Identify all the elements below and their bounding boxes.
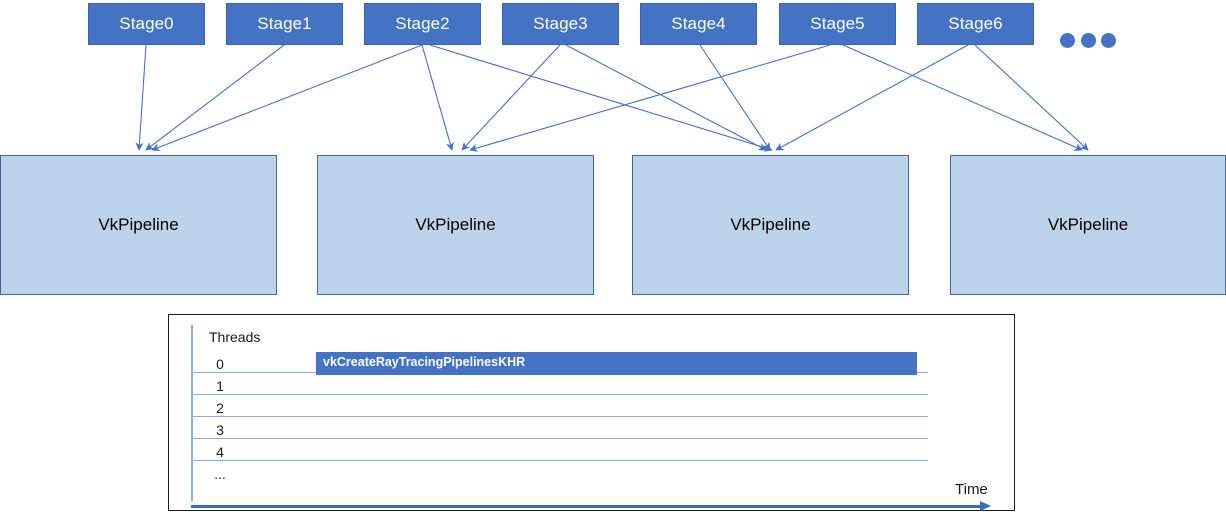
time-axis-arrowhead-icon	[980, 501, 991, 511]
row-rule	[191, 437, 928, 439]
ellipsis-dot	[1101, 32, 1116, 48]
stage-label: Stage6	[948, 14, 1003, 33]
pipeline-label: VkPipeline	[98, 215, 179, 234]
thread-id-label: 0	[216, 356, 224, 372]
pipeline-label: VkPipeline	[1047, 215, 1129, 234]
thread-id-label: 2	[216, 400, 224, 416]
pipeline-label: VkPipeline	[730, 215, 811, 234]
stage-box-5[interactable]: Stage5	[779, 3, 896, 45]
stage-label: Stage2	[395, 14, 450, 33]
stage-box-2[interactable]: Stage2	[364, 3, 481, 45]
thread-row-0[interactable]: 0 vkCreateRayTracingPipelinesKHR	[191, 351, 991, 375]
thread-timeline-panel: Threads 0 vkCreateRayTracingPipelinesKHR…	[168, 314, 1015, 511]
threads-axis-line	[191, 325, 193, 501]
pipeline-box-4[interactable]: VkPipeline	[950, 155, 1226, 295]
threads-header-label: Threads	[209, 329, 261, 345]
stage-box-6[interactable]: Stage6	[917, 3, 1034, 45]
thread-id-label: 1	[216, 378, 224, 394]
stage-box-1[interactable]: Stage1	[226, 3, 343, 45]
thread-row-2[interactable]: 2	[191, 395, 991, 417]
row-rule	[191, 393, 928, 395]
stage-box-4[interactable]: Stage4	[640, 3, 757, 45]
thread-id-label: 4	[216, 444, 224, 460]
thread-id-label: ...	[214, 466, 226, 482]
thread-row-4[interactable]: 4	[191, 439, 991, 461]
timeline-bar-label: vkCreateRayTracingPipelinesKHR	[323, 355, 526, 369]
thread-id-label: 3	[216, 422, 224, 438]
time-axis-label: Time	[955, 481, 988, 498]
row-rule	[191, 459, 928, 461]
thread-row-1[interactable]: 1	[191, 373, 991, 395]
stage-label: Stage1	[257, 14, 312, 33]
pipeline-label: VkPipeline	[415, 215, 496, 234]
stage-box-3[interactable]: Stage3	[502, 3, 619, 45]
stage-label: Stage0	[119, 14, 174, 33]
stage-box-0[interactable]: Stage0	[88, 3, 205, 45]
stage-label: Stage4	[671, 14, 726, 33]
time-axis-shaft	[191, 505, 983, 508]
pipeline-box-2[interactable]: VkPipeline	[317, 155, 594, 295]
ellipsis-dot	[1080, 32, 1096, 48]
stage-label: Stage3	[533, 14, 588, 33]
row-rule	[191, 415, 928, 417]
more-stages-ellipsis-icon	[1060, 31, 1116, 49]
stage-label: Stage5	[810, 14, 865, 33]
pipeline-box-3[interactable]: VkPipeline	[632, 155, 909, 295]
ellipsis-dot	[1060, 32, 1075, 48]
pipeline-box-1[interactable]: VkPipeline	[0, 155, 277, 295]
thread-row-overflow: ...	[191, 461, 991, 483]
timeline-bar-vkcreateraytracingpipelineskhr[interactable]: vkCreateRayTracingPipelinesKHR	[316, 352, 917, 375]
thread-row-3[interactable]: 3	[191, 417, 991, 439]
